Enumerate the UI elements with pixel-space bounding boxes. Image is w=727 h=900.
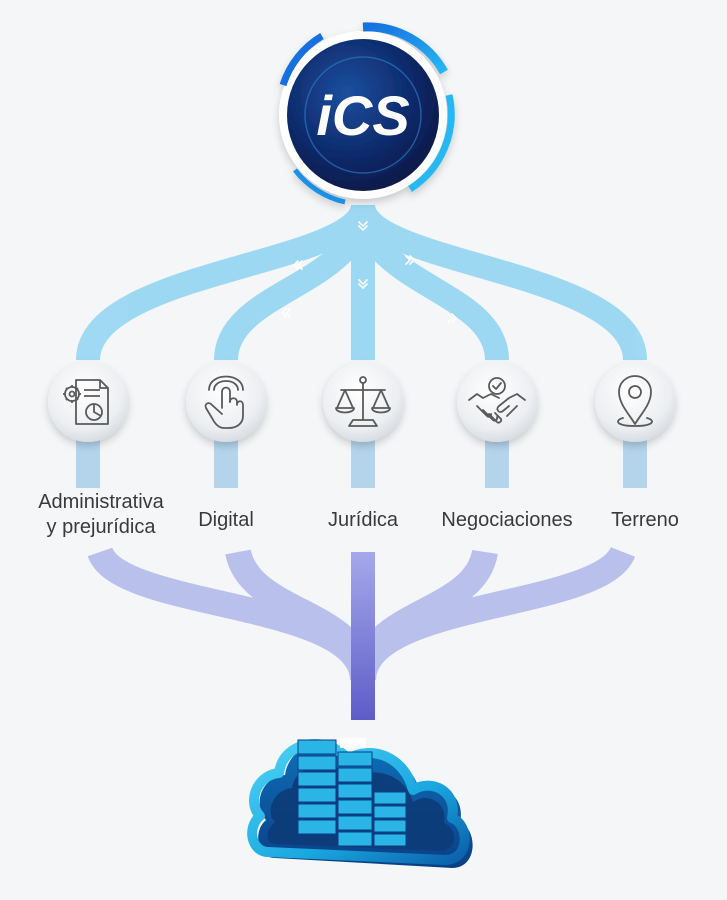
category-label-negociaciones: Negociaciones	[427, 508, 587, 533]
category-juridica	[323, 362, 403, 442]
logo-ring-arc-bottom	[293, 168, 346, 205]
category-label-line: Negociaciones	[441, 509, 573, 531]
map-pin-icon	[617, 375, 653, 427]
chevron-left-icon	[293, 260, 303, 270]
chevron-down-icon	[358, 279, 368, 289]
category-terreno	[595, 362, 675, 442]
category-negociaciones	[457, 362, 537, 442]
category-label-line: Terreno	[611, 509, 679, 531]
category-label-juridica: Jurídica	[313, 508, 413, 533]
logo-ring-arc-top	[362, 22, 448, 75]
flow-to-terreno	[351, 202, 647, 362]
category-label-line: y prejurídica	[46, 516, 156, 538]
chevron-down-icon	[358, 221, 368, 231]
logo-ring-arc-right	[408, 94, 455, 192]
logo-ring-arc-left	[279, 32, 324, 87]
category-label-line: Administrativa	[38, 491, 164, 513]
category-stems	[76, 436, 647, 488]
scales-justice-icon	[335, 376, 391, 427]
category-administrativa	[48, 362, 128, 442]
cloud-server-icon	[247, 738, 473, 868]
chevron-left-icon	[281, 308, 291, 318]
document-gear-chart-icon	[63, 379, 109, 425]
chevron-right-icon	[447, 313, 457, 323]
category-label-digital: Digital	[186, 508, 266, 533]
top-flow-lines	[76, 202, 647, 362]
touch-hand-icon	[204, 375, 244, 429]
category-digital	[186, 362, 266, 442]
chevron-right-icon	[405, 255, 415, 265]
category-label-terreno: Terreno	[595, 508, 695, 533]
category-label-administrativa: Administrativa y prejurídica	[18, 490, 184, 540]
server-stacks	[297, 739, 407, 847]
flow-chevrons	[281, 221, 457, 323]
logo-text: iCS	[316, 84, 409, 147]
center-trunk	[351, 552, 375, 720]
category-label-line: Jurídica	[327, 509, 399, 531]
handshake-check-icon	[468, 377, 526, 424]
category-label-line: Digital	[198, 509, 254, 531]
ics-logo: iCS	[279, 22, 455, 205]
